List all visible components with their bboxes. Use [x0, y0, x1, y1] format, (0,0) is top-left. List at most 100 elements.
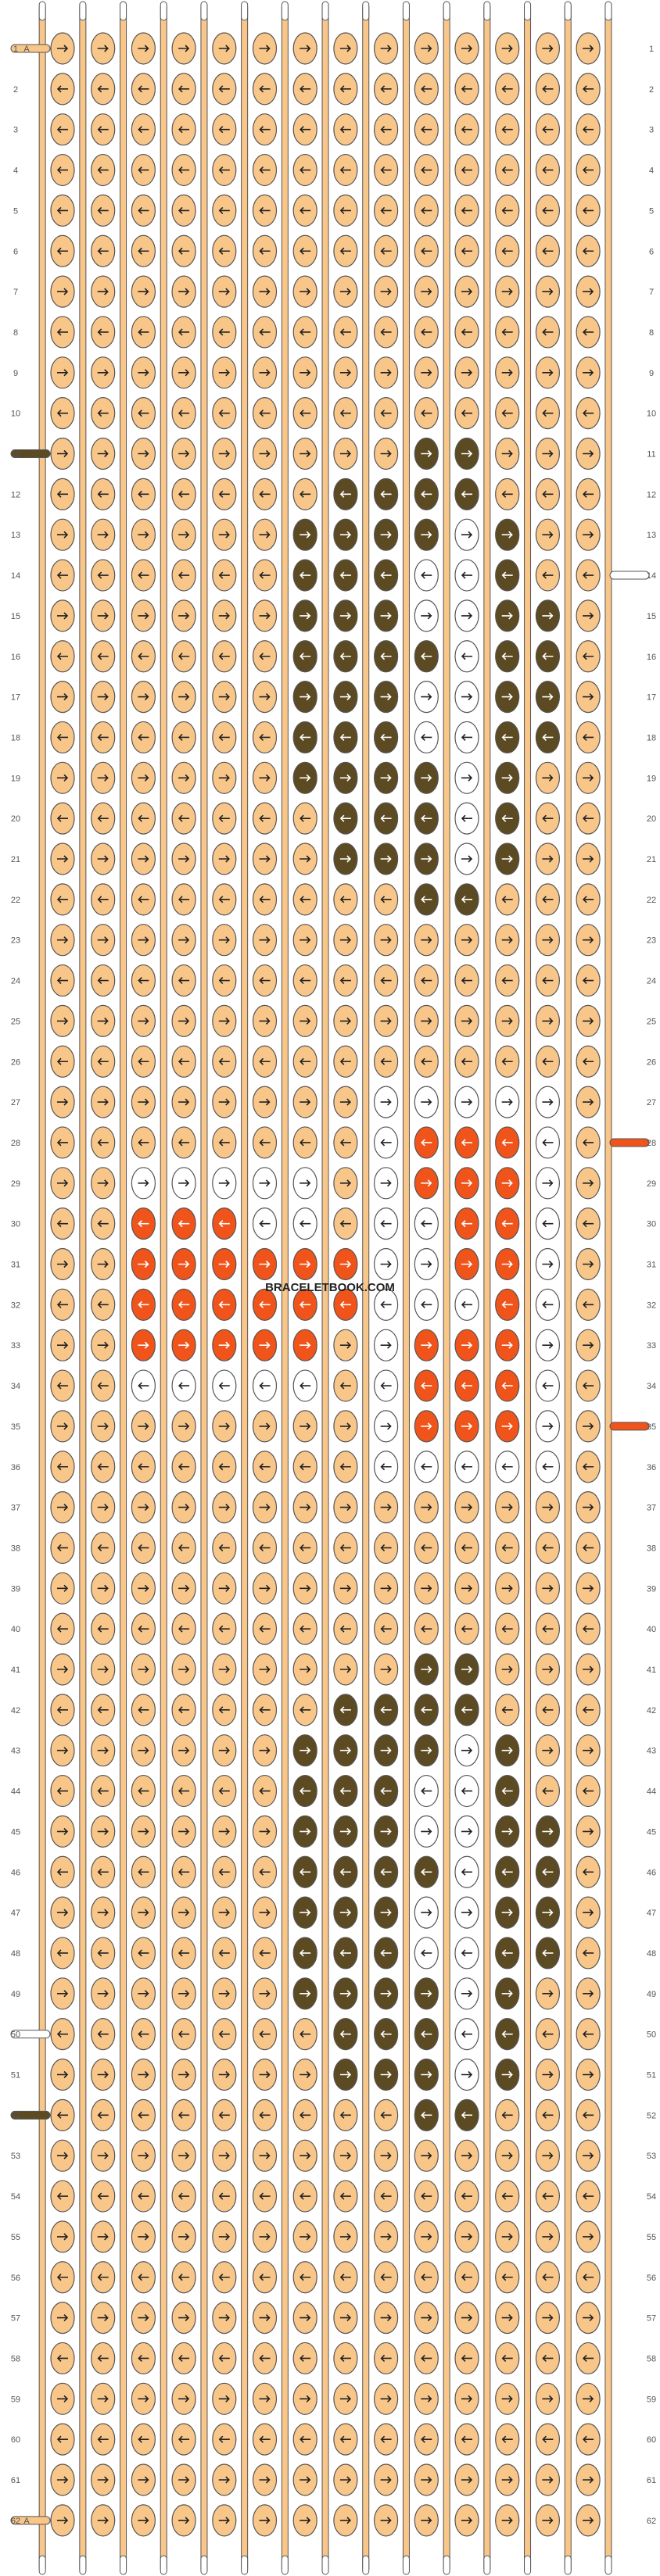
row-number-right: 59 [647, 2395, 656, 2404]
knot [414, 1937, 439, 1970]
knot [252, 2018, 278, 2051]
string-cap-top [200, 1, 208, 21]
arrow-left-icon [259, 85, 271, 93]
row-number-right: 54 [647, 2192, 656, 2202]
arrow-left-icon [300, 2435, 311, 2443]
arrow-right-icon [138, 1827, 149, 1835]
arrow-right-icon [178, 1665, 190, 1673]
knot [333, 1774, 358, 1808]
knot [91, 964, 116, 997]
knot [535, 1329, 561, 1361]
arrow-right-icon [461, 2395, 473, 2402]
arrow-left-icon [339, 1787, 351, 1795]
arrow-left-icon [218, 247, 230, 255]
arrow-right-icon [461, 1584, 473, 1592]
knot [171, 194, 196, 227]
arrow-right-icon [300, 1422, 311, 1430]
knot [374, 843, 399, 875]
arrow-right-icon [97, 612, 109, 620]
knot [50, 1086, 75, 1118]
vertical-string [79, 3, 87, 2573]
arrow-right-icon [138, 936, 149, 944]
arrow-right-icon [501, 45, 513, 52]
knot [91, 640, 116, 673]
knot [576, 73, 601, 106]
arrow-right-icon [461, 1341, 473, 1349]
arrow-left-icon [380, 166, 392, 174]
knot [454, 1451, 479, 1483]
arrow-right-icon [542, 1260, 554, 1268]
knot [414, 924, 439, 957]
arrow-right-icon [178, 1584, 190, 1592]
arrow-left-icon [501, 1706, 513, 1714]
arrow-left-icon [380, 247, 392, 255]
arrow-left-icon [339, 1706, 351, 1714]
knot [131, 1694, 156, 1726]
arrow-left-icon [421, 166, 432, 174]
knot [91, 2018, 116, 2051]
knot [292, 1653, 317, 1686]
knot [576, 2423, 601, 2456]
row-number-left: 54 [11, 2192, 20, 2202]
row-number-right: 36 [647, 1463, 656, 1472]
arrow-left-icon [138, 733, 149, 742]
knot [212, 883, 237, 916]
arrow-right-icon [501, 1665, 513, 1673]
row-number-left: 56 [11, 2274, 20, 2283]
arrow-right-icon [421, 288, 432, 295]
knot [495, 1410, 520, 1443]
arrow-left-icon [218, 206, 230, 214]
arrow-left-icon [259, 896, 271, 903]
knot [131, 1734, 156, 1767]
knot [454, 1937, 479, 1970]
arrow-right-icon [501, 612, 513, 620]
arrow-left-icon [501, 1544, 513, 1552]
arrow-left-icon [501, 410, 513, 417]
knot [252, 1612, 278, 1645]
arrow-right-icon [57, 1747, 69, 1755]
arrow-right-icon [57, 1827, 69, 1835]
arrow-left-icon [138, 2111, 149, 2119]
arrow-left-icon [542, 247, 554, 255]
arrow-left-icon [339, 2030, 351, 2038]
knot [212, 113, 237, 146]
arrow-right-icon [138, 1017, 149, 1025]
knot [91, 2504, 116, 2537]
knot [374, 1937, 399, 1970]
knot [535, 1774, 561, 1808]
knot [252, 2058, 278, 2091]
knot [535, 2382, 561, 2415]
knot [333, 1451, 358, 1483]
knot [50, 559, 75, 592]
knot [454, 1126, 479, 1159]
arrow-left-icon [339, 490, 351, 498]
arrow-right-icon [542, 1504, 554, 1512]
row-number-left: 48 [11, 1949, 20, 1959]
arrow-right-icon [461, 1504, 473, 1512]
arrow-left-icon [542, 126, 554, 134]
knot [131, 1126, 156, 1159]
knot [374, 153, 399, 187]
arrow-left-icon [501, 206, 513, 214]
arrow-left-icon [421, 571, 432, 579]
knot [212, 2302, 237, 2334]
knot [50, 2423, 75, 2456]
arrow-right-icon [259, 612, 271, 620]
knot [454, 1531, 479, 1565]
arrow-left-icon [56, 490, 68, 498]
arrow-left-icon [339, 247, 351, 255]
knot [252, 2180, 278, 2213]
arrow-right-icon [380, 2314, 392, 2322]
knot [535, 1896, 561, 1929]
knot [576, 680, 601, 714]
arrow-left-icon [421, 2111, 432, 2119]
knot [171, 2018, 196, 2051]
arrow-right-icon [421, 1827, 432, 1835]
knot [454, 2261, 479, 2294]
string-cap-top [281, 1, 289, 21]
vertical-string [241, 3, 249, 2573]
arrow-right-icon [542, 612, 554, 620]
string-cap-bottom [524, 2555, 532, 2575]
arrow-right-icon [178, 612, 190, 620]
knot [50, 1612, 75, 1645]
